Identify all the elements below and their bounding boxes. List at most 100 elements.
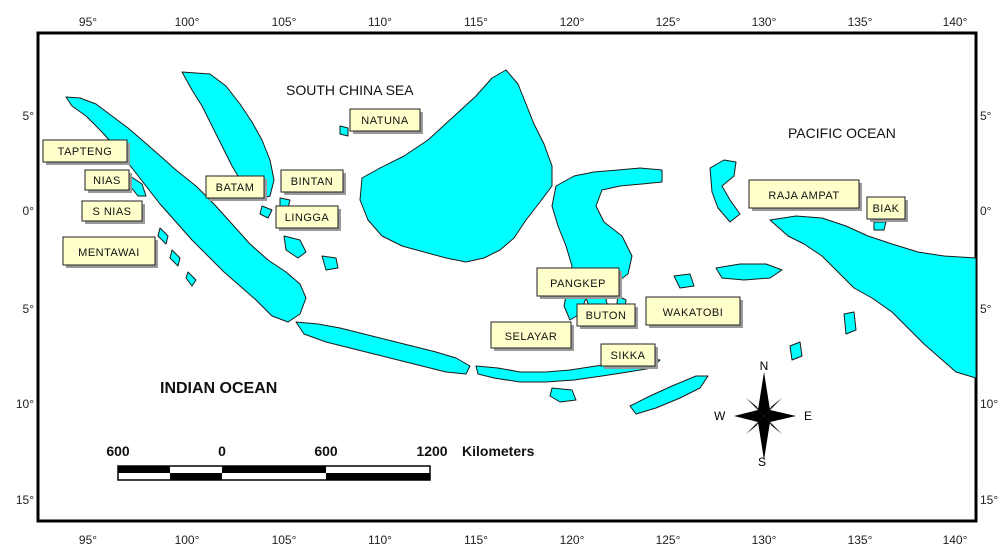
scale-label-1200: 1200 bbox=[416, 443, 447, 459]
place-pangkep: PANGKEP bbox=[536, 267, 622, 299]
lon-tick-105: 105° bbox=[272, 15, 297, 29]
mentawai-island-1 bbox=[157, 227, 169, 245]
mentawai-island-3 bbox=[185, 271, 197, 287]
place-natuna: NATUNA bbox=[349, 108, 423, 134]
lat-tick-right-10s: 10° bbox=[980, 397, 998, 411]
scale-bar: 600 0 600 1200 Kilometers bbox=[106, 443, 535, 481]
belitung-island bbox=[321, 255, 339, 271]
java-island bbox=[295, 321, 471, 375]
scale-seg-1 bbox=[118, 466, 170, 473]
lon-tick-bottom-130: 130° bbox=[752, 533, 777, 547]
lon-tick-95: 95° bbox=[79, 15, 97, 29]
scale-seg-3 bbox=[222, 466, 326, 473]
lon-tick-120: 120° bbox=[560, 15, 585, 29]
place-box-pangkep bbox=[536, 267, 620, 297]
sumba-island bbox=[549, 387, 577, 403]
lon-tick-130: 130° bbox=[752, 15, 777, 29]
lon-tick-bottom-115: 115° bbox=[464, 533, 488, 547]
tanimbar-island bbox=[789, 341, 803, 361]
seram-island bbox=[715, 263, 783, 281]
place-box-s-nias bbox=[81, 200, 143, 222]
place-label-pangkep: PANGKEP bbox=[550, 278, 606, 290]
place-label-buton: BUTON bbox=[586, 310, 627, 322]
place-mentawai: MENTAWAI bbox=[62, 236, 158, 268]
lon-tick-bottom-125: 125° bbox=[656, 533, 681, 547]
place-box-biak bbox=[866, 196, 906, 220]
scale-label-0: 0 bbox=[218, 443, 226, 459]
place-label-bintan: BINTAN bbox=[291, 176, 334, 188]
place-biak: BIAK bbox=[866, 196, 908, 222]
place-label-biak: BIAK bbox=[872, 203, 899, 215]
place-box-nias bbox=[84, 169, 130, 191]
lon-tick-bottom-110: 110° bbox=[368, 533, 392, 547]
mentawai-island-2 bbox=[169, 249, 181, 267]
place-sikka: SIKKA bbox=[600, 343, 658, 369]
scale-label-600-left: 600 bbox=[106, 443, 130, 459]
place-label-sikka: SIKKA bbox=[611, 350, 646, 362]
lat-tick-left-5s: 5° bbox=[23, 302, 35, 316]
place-s-nias: S NIAS bbox=[81, 200, 145, 224]
lat-ticks-left: 5° 0° 5° 10° 15° bbox=[16, 109, 34, 507]
lon-tick-115: 115° bbox=[464, 15, 488, 29]
lon-tick-bottom-105: 105° bbox=[272, 533, 297, 547]
place-box-wakatobi bbox=[645, 296, 741, 326]
lat-ticks-right: 5° 0° 5° 10° 15° bbox=[980, 109, 998, 507]
place-box-buton bbox=[576, 303, 636, 327]
lat-tick-right-15s: 15° bbox=[980, 493, 998, 507]
papua-island bbox=[769, 215, 977, 379]
place-label-natuna: NATUNA bbox=[361, 115, 409, 127]
lon-tick-bottom-135: 135° bbox=[848, 533, 873, 547]
ocean-label-indian-ocean: INDIAN OCEAN bbox=[160, 380, 277, 397]
place-box-tapteng bbox=[42, 139, 128, 163]
place-buton: BUTON bbox=[576, 303, 638, 329]
compass-south: S bbox=[758, 455, 766, 469]
ocean-label-south-china-sea: SOUTH CHINA SEA bbox=[286, 82, 414, 98]
malay-peninsula bbox=[181, 71, 275, 201]
place-bintan: BINTAN bbox=[280, 169, 346, 195]
place-box-mentawai bbox=[62, 236, 156, 266]
place-batam: BATAM bbox=[205, 175, 267, 201]
place-box-bintan bbox=[280, 169, 344, 193]
place-label-mentawai: MENTAWAI bbox=[78, 247, 140, 259]
place-label-nias: NIAS bbox=[93, 175, 121, 187]
lat-tick-left-0: 0° bbox=[23, 204, 35, 218]
place-selayar: SELAYAR bbox=[490, 321, 574, 351]
lon-tick-110: 110° bbox=[368, 15, 392, 29]
place-box-natuna bbox=[349, 108, 421, 132]
lat-tick-left-15s: 15° bbox=[16, 493, 34, 507]
compass-west: W bbox=[714, 409, 726, 423]
lon-tick-bottom-120: 120° bbox=[560, 533, 585, 547]
place-raja-ampat: RAJA AMPAT bbox=[748, 179, 862, 211]
compass-north: N bbox=[760, 359, 769, 373]
scale-seg-4 bbox=[326, 473, 430, 480]
lon-tick-125: 125° bbox=[656, 15, 681, 29]
lon-tick-100: 100° bbox=[175, 15, 200, 29]
place-label-selayar: SELAYAR bbox=[505, 331, 558, 343]
place-tapteng: TAPTENG bbox=[42, 139, 130, 165]
timor-island bbox=[629, 375, 709, 415]
lon-tick-bottom-140: 140° bbox=[943, 533, 968, 547]
biak-island bbox=[873, 221, 887, 231]
lat-tick-right-5n: 5° bbox=[980, 109, 992, 123]
place-box-raja-ampat bbox=[748, 179, 860, 209]
place-label-tapteng: TAPTENG bbox=[58, 146, 113, 158]
scale-seg-2 bbox=[170, 473, 222, 480]
lat-tick-left-10s: 10° bbox=[16, 397, 34, 411]
place-label-raja-ampat: RAJA AMPAT bbox=[768, 190, 839, 202]
buru-island bbox=[673, 273, 695, 289]
place-box-sikka bbox=[600, 343, 656, 367]
bangka-island bbox=[283, 235, 307, 259]
lat-tick-right-0: 0° bbox=[980, 204, 992, 218]
lat-tick-right-5s: 5° bbox=[980, 302, 992, 316]
place-box-selayar bbox=[490, 321, 572, 349]
scale-label-600-right: 600 bbox=[314, 443, 338, 459]
lon-tick-140: 140° bbox=[943, 15, 968, 29]
place-lingga: LINGGA bbox=[275, 205, 341, 231]
compass-rose-icon: N S W E bbox=[714, 359, 812, 469]
aru-island bbox=[843, 311, 857, 335]
scale-unit: Kilometers bbox=[462, 443, 535, 459]
place-wakatobi: WAKATOBI bbox=[645, 296, 743, 328]
lat-tick-left-5n: 5° bbox=[23, 109, 35, 123]
ocean-label-pacific-ocean: PACIFIC OCEAN bbox=[788, 125, 896, 141]
borneo-island bbox=[359, 69, 553, 263]
